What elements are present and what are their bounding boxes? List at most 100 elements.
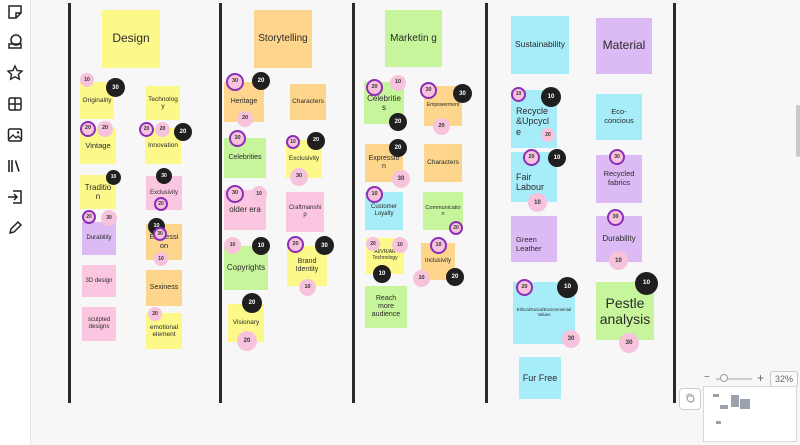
vote-badge: 30 [619,333,639,353]
vote-badge: 20 [366,79,383,96]
vote-badge: 30 [562,330,580,348]
column-header-material[interactable]: Material [596,18,652,74]
vote-badge: 20 [154,197,168,211]
vote-badge: 10 [366,186,383,203]
vote-badge: 20 [155,122,170,137]
zoom-slider-track[interactable] [716,378,752,380]
vote-badge: 30 [290,168,308,186]
vote-badge: 10 [286,135,300,149]
vote-badge: 10 [609,251,628,270]
image-icon[interactable] [6,126,24,144]
vote-badge: 20 [97,121,113,137]
column-header-storytelling[interactable]: Storytelling [254,10,312,68]
minimap-element [720,405,728,409]
vote-badge: 20 [433,118,450,135]
vote-badge: 20 [242,293,262,313]
vote-badge: 10 [154,252,168,266]
sticky-note[interactable]: sculpted designs [82,307,116,341]
minimap-element [713,394,719,397]
vote-badge: 30 [453,84,472,103]
sticky-note[interactable]: Characters [424,144,462,182]
library-icon[interactable] [6,157,24,175]
pen-icon[interactable] [6,219,24,237]
left-toolbar [0,0,31,445]
vote-badge: 10 [557,277,578,298]
sticky-note[interactable]: Green Leather [511,216,557,262]
vote-badge: 10 [390,75,406,91]
sticky-note[interactable]: Reach more audience [365,286,407,328]
column-divider [68,3,71,403]
minimap[interactable] [703,386,797,442]
vote-badge: 10 [548,149,566,167]
vertical-scrollbar[interactable] [796,105,800,157]
column-header-sustainability[interactable]: Sustainability [511,16,569,74]
vote-badge: 30 [229,130,246,147]
vote-badge: 10 [80,73,94,87]
vote-badge: 20 [541,128,555,142]
minimap-element [731,395,739,407]
sticky-note-icon[interactable] [6,3,24,21]
column-divider [219,3,222,403]
column-header-design[interactable]: Design [102,10,160,68]
vote-badge: 20 [449,221,463,235]
sticky-note[interactable]: Durability [82,222,116,255]
import-icon[interactable] [6,188,24,206]
vote-badge: 30 [392,170,410,188]
sticky-note[interactable]: Eco-concious [596,94,642,140]
vote-badge: 10 [528,193,547,212]
sticky-note[interactable]: Craftmanship [286,192,324,232]
vote-badge: 20 [252,72,270,90]
vote-badge: 10 [430,237,447,254]
vote-badge: 30 [153,227,167,241]
vote-badge: 10 [299,279,316,296]
column-divider [485,3,488,403]
vote-badge: 20 [139,122,154,137]
vote-badge: 20 [80,121,96,137]
vote-badge: 30 [106,78,125,97]
vote-badge: 10 [224,237,241,254]
sticky-note[interactable]: Fur Free [519,357,561,399]
vote-badge: 20 [237,111,253,127]
vote-badge: 20 [237,331,257,351]
sticky-note[interactable]: 3D design [82,265,116,297]
vote-badge: 20 [307,132,325,150]
vote-badge: 30 [226,73,244,91]
zoom-out-button[interactable]: − [704,372,710,383]
vote-badge: 10 [251,186,267,202]
vote-badge: 30 [101,210,117,226]
column-divider [352,3,355,403]
sticky-note[interactable]: Technolog y [146,86,180,120]
vote-badge: 20 [389,113,407,131]
column-divider [673,3,676,403]
shapes-icon[interactable] [6,33,24,51]
vote-badge: 10 [106,170,121,185]
vote-badge: 10 [635,272,658,295]
column-header-marketing[interactable]: Marketin g [385,10,442,67]
vote-badge: 10 [252,237,270,255]
vote-badge: 20 [523,149,540,166]
vote-badge: 10 [541,87,561,107]
vote-badge: 10 [373,265,391,283]
vote-badge: 20 [174,123,192,141]
sticky-note[interactable]: Characters [290,84,326,120]
sticky-note[interactable]: Sexiness [146,270,182,306]
vote-badge: 30 [156,168,172,184]
frame-icon[interactable] [6,95,24,113]
zoom-slider-handle[interactable] [720,374,728,382]
vote-badge: 20 [516,279,533,296]
vote-badge: 10 [413,270,430,287]
zoom-level[interactable]: 32% [770,371,798,387]
vote-badge: 20 [148,307,162,321]
minimap-element [716,421,721,424]
vote-badge: 30 [226,185,244,203]
vote-badge: 10 [511,87,526,102]
hand-tool-button[interactable] [679,388,701,410]
vote-badge: 20 [366,237,380,251]
vote-badge: 20 [82,210,96,224]
vote-badge: 20 [287,236,304,253]
zoom-in-button[interactable]: + [757,371,765,385]
vote-badge: 30 [609,149,625,165]
vote-badge: 30 [607,209,624,226]
star-icon[interactable] [6,64,24,82]
